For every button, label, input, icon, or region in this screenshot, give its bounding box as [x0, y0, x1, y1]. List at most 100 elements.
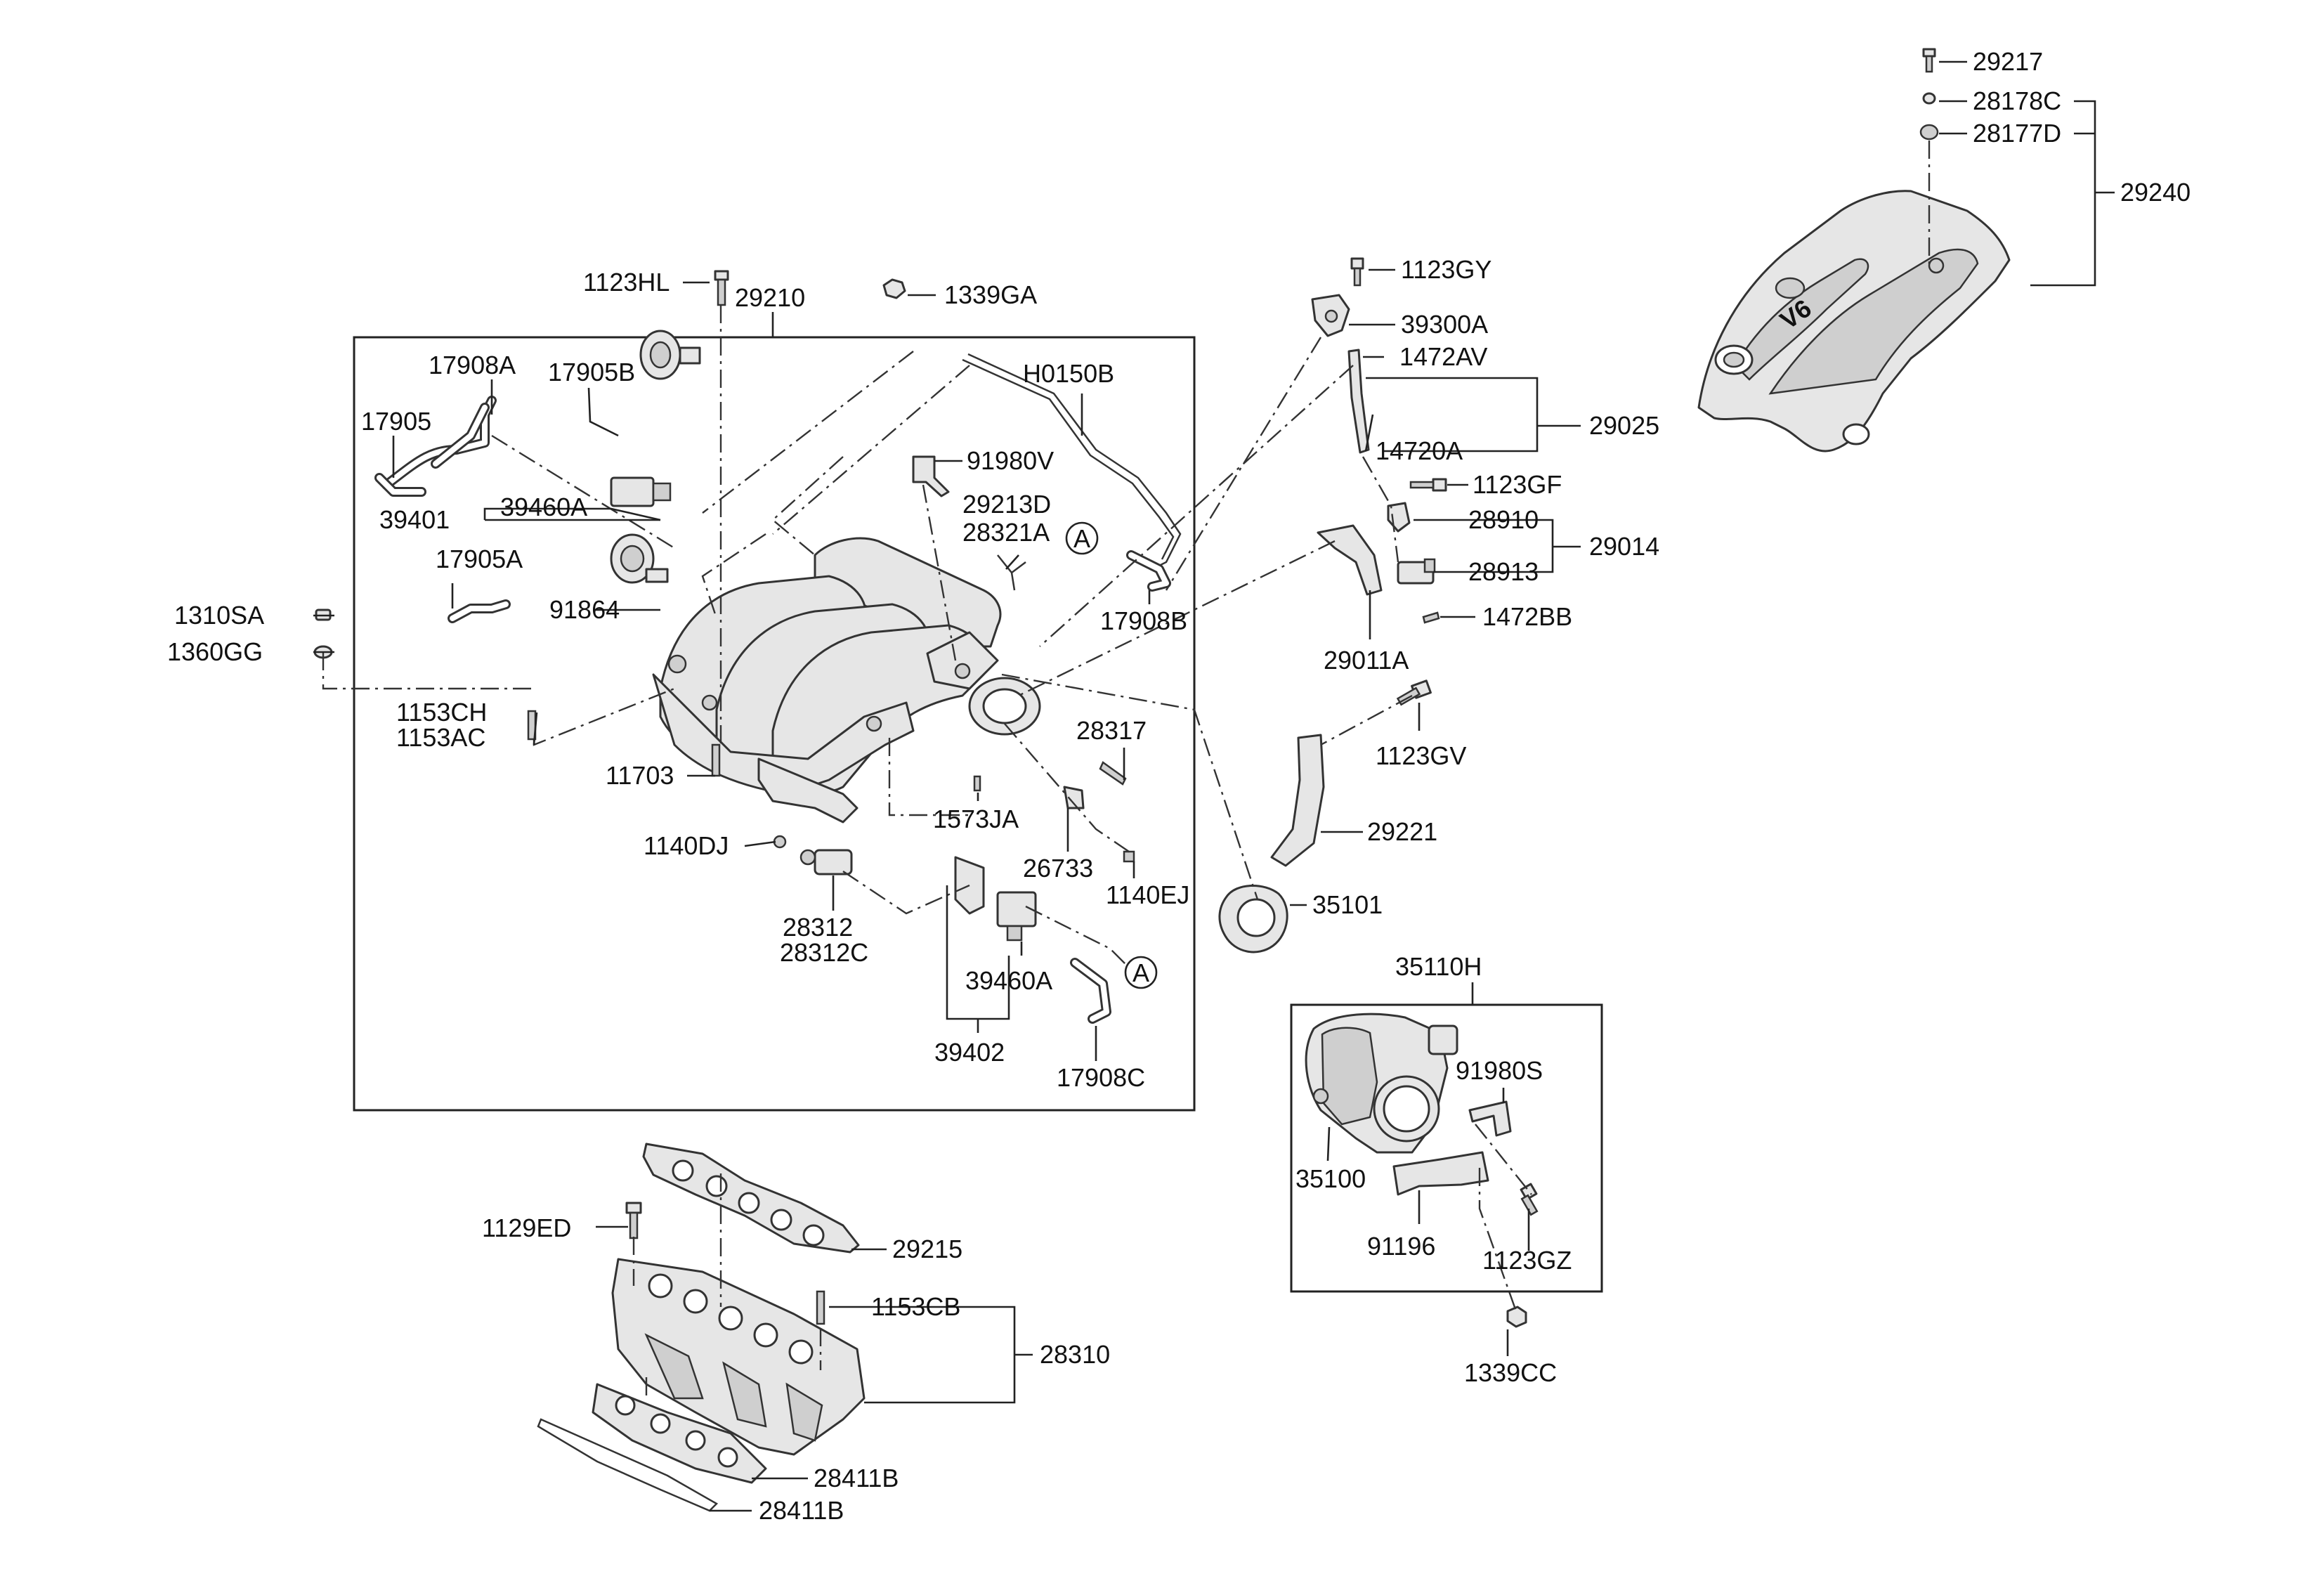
label-28411b-lower: 28411B	[759, 1496, 844, 1525]
label-29221: 29221	[1367, 817, 1437, 846]
label-35100: 35100	[1295, 1164, 1366, 1193]
hose-1472av	[1347, 349, 1370, 454]
intake-manifold	[652, 537, 1041, 824]
clip-26733	[1063, 786, 1085, 809]
bracket-29221	[1270, 734, 1325, 867]
callout-a-lower: A	[1124, 956, 1158, 989]
label-1153ac: 1153AC	[396, 723, 485, 752]
bracket-29011a	[1317, 524, 1383, 596]
label-29213d: 29213D	[962, 490, 1051, 519]
label-1153ch: 1153CH	[396, 698, 487, 727]
label-17905a: 17905A	[436, 545, 523, 573]
gasket-29215	[642, 1143, 860, 1254]
grommet-28177d	[1919, 124, 1939, 141]
label-1140ej: 1140EJ	[1106, 880, 1189, 909]
hose-17908a	[381, 396, 497, 490]
hose-17908b	[1126, 550, 1171, 592]
label-28321a: 28321A	[962, 518, 1050, 547]
label-1123gz: 1123GZ	[1482, 1246, 1572, 1275]
label-1123gy: 1123GY	[1401, 255, 1491, 284]
label-39300a: 39300A	[1401, 310, 1488, 339]
label-28913: 28913	[1468, 557, 1539, 586]
bolt-1123gz	[1520, 1183, 1539, 1216]
label-1573ja: 1573JA	[933, 805, 1019, 833]
label-91196: 91196	[1367, 1232, 1435, 1261]
label-39460a-upper: 39460A	[500, 493, 587, 521]
label-1472av: 1472AV	[1399, 342, 1487, 371]
label-29014: 29014	[1589, 532, 1659, 561]
label-35110h: 35110H	[1395, 952, 1482, 981]
label-17908b: 17908B	[1100, 606, 1187, 635]
bolt-1123gf	[1409, 478, 1447, 492]
part-labels: 29217 28178C 28177D 29240 1123HL 29210 1…	[167, 47, 2191, 1525]
actuator-valve-top	[639, 330, 701, 380]
label-1472bb: 1472BB	[1482, 602, 1572, 631]
bracket-91980v	[912, 455, 950, 497]
label-1153cb: 1153CB	[871, 1292, 960, 1321]
fitting-1472bb	[1422, 611, 1440, 624]
actuator-valve-mid	[610, 533, 669, 584]
gasket-28411b-upper	[592, 1383, 767, 1484]
label-28312c: 28312C	[780, 938, 868, 967]
label-17908c: 17908C	[1057, 1063, 1145, 1092]
hose-17908c	[1070, 958, 1111, 1024]
svg-text:A: A	[1073, 524, 1090, 553]
label-29217: 29217	[1973, 47, 2043, 76]
label-28310: 28310	[1040, 1340, 1110, 1369]
bolt-1140dj	[773, 835, 787, 849]
label-26733: 26733	[1023, 854, 1093, 883]
bracket-91980s	[1468, 1100, 1512, 1137]
intake-manifold-group-box	[353, 336, 1196, 1112]
nut-1339cc	[1506, 1306, 1527, 1328]
label-28317: 28317	[1076, 716, 1147, 745]
label-39402: 39402	[934, 1038, 1005, 1067]
gasket-35101	[1218, 885, 1288, 954]
label-17908a: 17908A	[429, 351, 516, 379]
label-29215: 29215	[892, 1235, 962, 1263]
label-29240: 29240	[2120, 178, 2191, 207]
nut-1339ga	[882, 278, 906, 299]
label-1339ga: 1339GA	[944, 280, 1037, 309]
throttle-body-35100	[1305, 1013, 1458, 1154]
engine-cover: V6	[1697, 190, 2011, 453]
hose-h0150b	[962, 353, 1182, 571]
fitting-28321a	[997, 554, 1026, 591]
label-1339cc: 1339CC	[1464, 1358, 1557, 1387]
label-1360gg: 1360GG	[167, 637, 263, 666]
bolt-29217	[1922, 48, 1936, 73]
callout-a-upper: A	[1065, 521, 1099, 555]
assembly-lines	[322, 141, 1931, 1398]
bolt-1123hl	[714, 270, 729, 306]
svg-text:A: A	[1132, 958, 1149, 987]
label-17905b: 17905B	[548, 358, 635, 386]
sensor-28312	[799, 849, 853, 876]
stud-1153cb	[816, 1290, 825, 1325]
label-1123gf: 1123GF	[1473, 470, 1562, 499]
label-35101: 35101	[1312, 890, 1383, 919]
leader-lines	[313, 60, 2115, 1512]
lower-intake-manifold-28310	[611, 1258, 866, 1456]
bolt-1129ed	[625, 1202, 642, 1239]
label-1123gv: 1123GV	[1376, 741, 1466, 770]
hose-17905a	[448, 599, 511, 623]
label-29210: 29210	[735, 283, 805, 312]
vacuum-solenoid-39460a-top	[610, 476, 672, 507]
label-1123hl: 1123HL	[583, 268, 670, 297]
throttle-body-group-box	[1290, 1003, 1603, 1293]
bolt-1123gy	[1350, 257, 1364, 287]
label-91980s: 91980S	[1456, 1056, 1543, 1085]
label-39460a-lower: 39460A	[965, 966, 1052, 995]
stud-11703	[711, 743, 721, 777]
label-91980v: 91980V	[967, 446, 1054, 475]
label-28312: 28312	[783, 913, 853, 942]
sensor-28317	[1099, 761, 1127, 786]
label-1129ed: 1129ED	[482, 1213, 571, 1242]
bracket-91196	[1392, 1151, 1489, 1196]
grommet-28178c	[1922, 92, 1936, 105]
label-14720a: 14720A	[1376, 436, 1463, 465]
label-91864: 91864	[549, 595, 620, 624]
label-11703: 11703	[606, 761, 674, 790]
label-28177d: 28177D	[1973, 119, 2061, 148]
vacuum-solenoid-39460a-bottom	[996, 891, 1037, 942]
